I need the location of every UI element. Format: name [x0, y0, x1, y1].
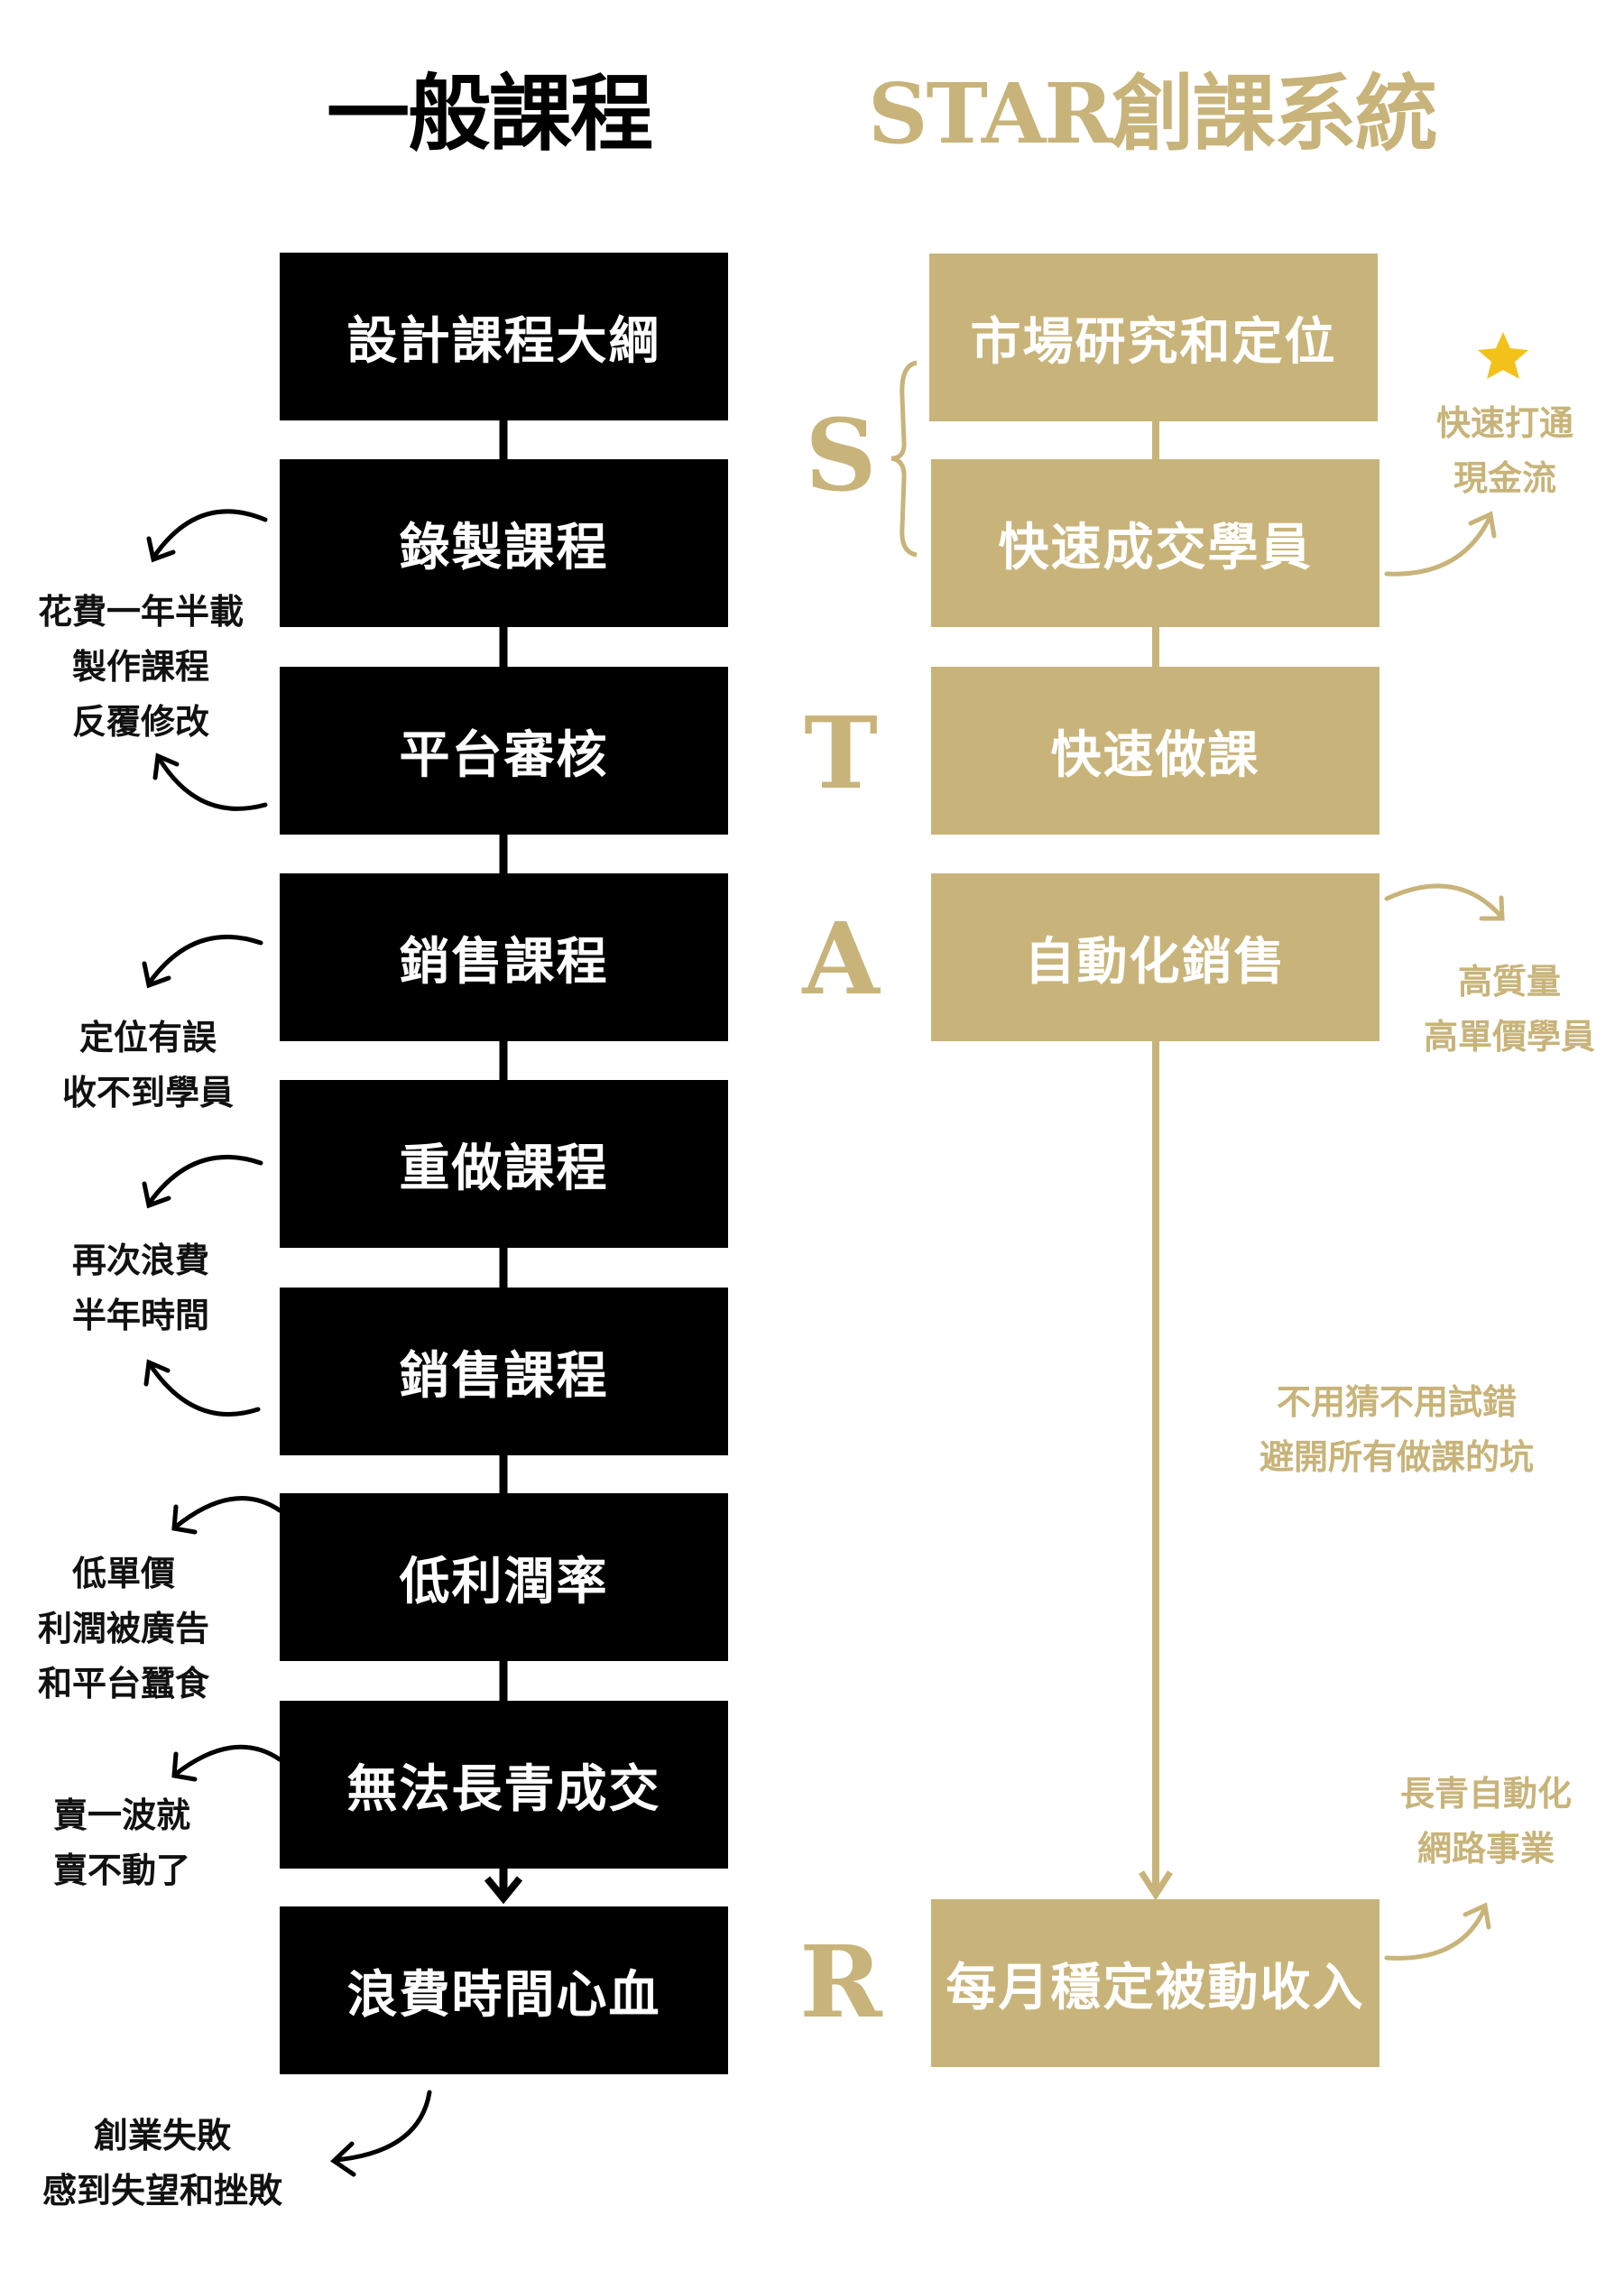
curved-arrow-icon — [142, 935, 263, 989]
left-step-4: 銷售課程 — [280, 873, 728, 1041]
right-step-1: 市場研究和定位 — [929, 254, 1378, 421]
brace-icon — [890, 360, 918, 558]
right-step-2: 快速成交學員 — [931, 459, 1379, 627]
curved-arrow-icon — [1384, 511, 1497, 577]
star-icon — [1478, 332, 1528, 379]
curved-arrow-icon — [171, 1496, 282, 1535]
left-step-3: 平台審核 — [280, 667, 728, 835]
left-note-6: 創業失敗感到失望和挫敗 — [42, 2116, 283, 2211]
left-step-7: 低利潤率 — [280, 1493, 728, 1661]
left-step-2: 錄製課程 — [280, 459, 728, 627]
curved-arrow-icon — [1384, 1902, 1491, 1961]
right-note-1: 快速打通現金流 — [1435, 403, 1574, 498]
curved-arrow-icon — [142, 1155, 263, 1209]
left-step-8: 無法長青成交 — [280, 1701, 728, 1869]
down-arrow-icon — [484, 1876, 523, 1905]
letter-r: R — [799, 1924, 882, 2040]
left-step-9: 浪費時間心血 — [280, 1906, 728, 2074]
left-note-1: 花費一年半載製作課程反覆修改 — [37, 592, 245, 742]
left-note-3: 再次浪費半年時間 — [71, 1241, 210, 1335]
left-note-4: 低單價利潤被廣告和平台蠶食 — [37, 1554, 210, 1703]
letter-s: S — [805, 397, 877, 513]
right-note-2: 高質量高單價學員 — [1423, 962, 1596, 1057]
right-note-4: 長青自動化網路事業 — [1399, 1774, 1573, 1869]
right-step-5: 每月穩定被動收入 — [931, 1899, 1379, 2067]
curved-arrow-icon — [330, 2090, 432, 2177]
curved-arrow-icon — [1384, 883, 1505, 921]
left-step-5: 重做課程 — [280, 1080, 728, 1248]
right-step-4: 自動化銷售 — [931, 873, 1379, 1041]
left-note-2: 定位有誤收不到學員 — [61, 1018, 235, 1112]
curved-arrow-icon — [171, 1744, 282, 1782]
left-step-1: 設計課程大綱 — [280, 253, 728, 420]
right-note-3: 不用猜不用試錯避開所有做課的坑 — [1259, 1382, 1535, 1477]
letter-a: A — [802, 900, 880, 1017]
right-arrows — [1384, 511, 1505, 1961]
curved-arrow-icon — [143, 1359, 261, 1417]
left-step-6: 銷售課程 — [280, 1288, 728, 1455]
curved-arrow-icon — [152, 752, 268, 811]
right-step-3: 快速做課 — [931, 667, 1379, 835]
left-title: 一般課程 — [327, 65, 653, 162]
right-title: STAR創課系統 — [868, 65, 1438, 162]
left-note-5: 賣一波就賣不動了 — [52, 1795, 191, 1890]
letter-t: T — [804, 695, 878, 811]
left-arrows — [142, 509, 432, 2177]
gold-down-arrow-icon — [1139, 1870, 1173, 1901]
curved-arrow-icon — [146, 509, 268, 563]
